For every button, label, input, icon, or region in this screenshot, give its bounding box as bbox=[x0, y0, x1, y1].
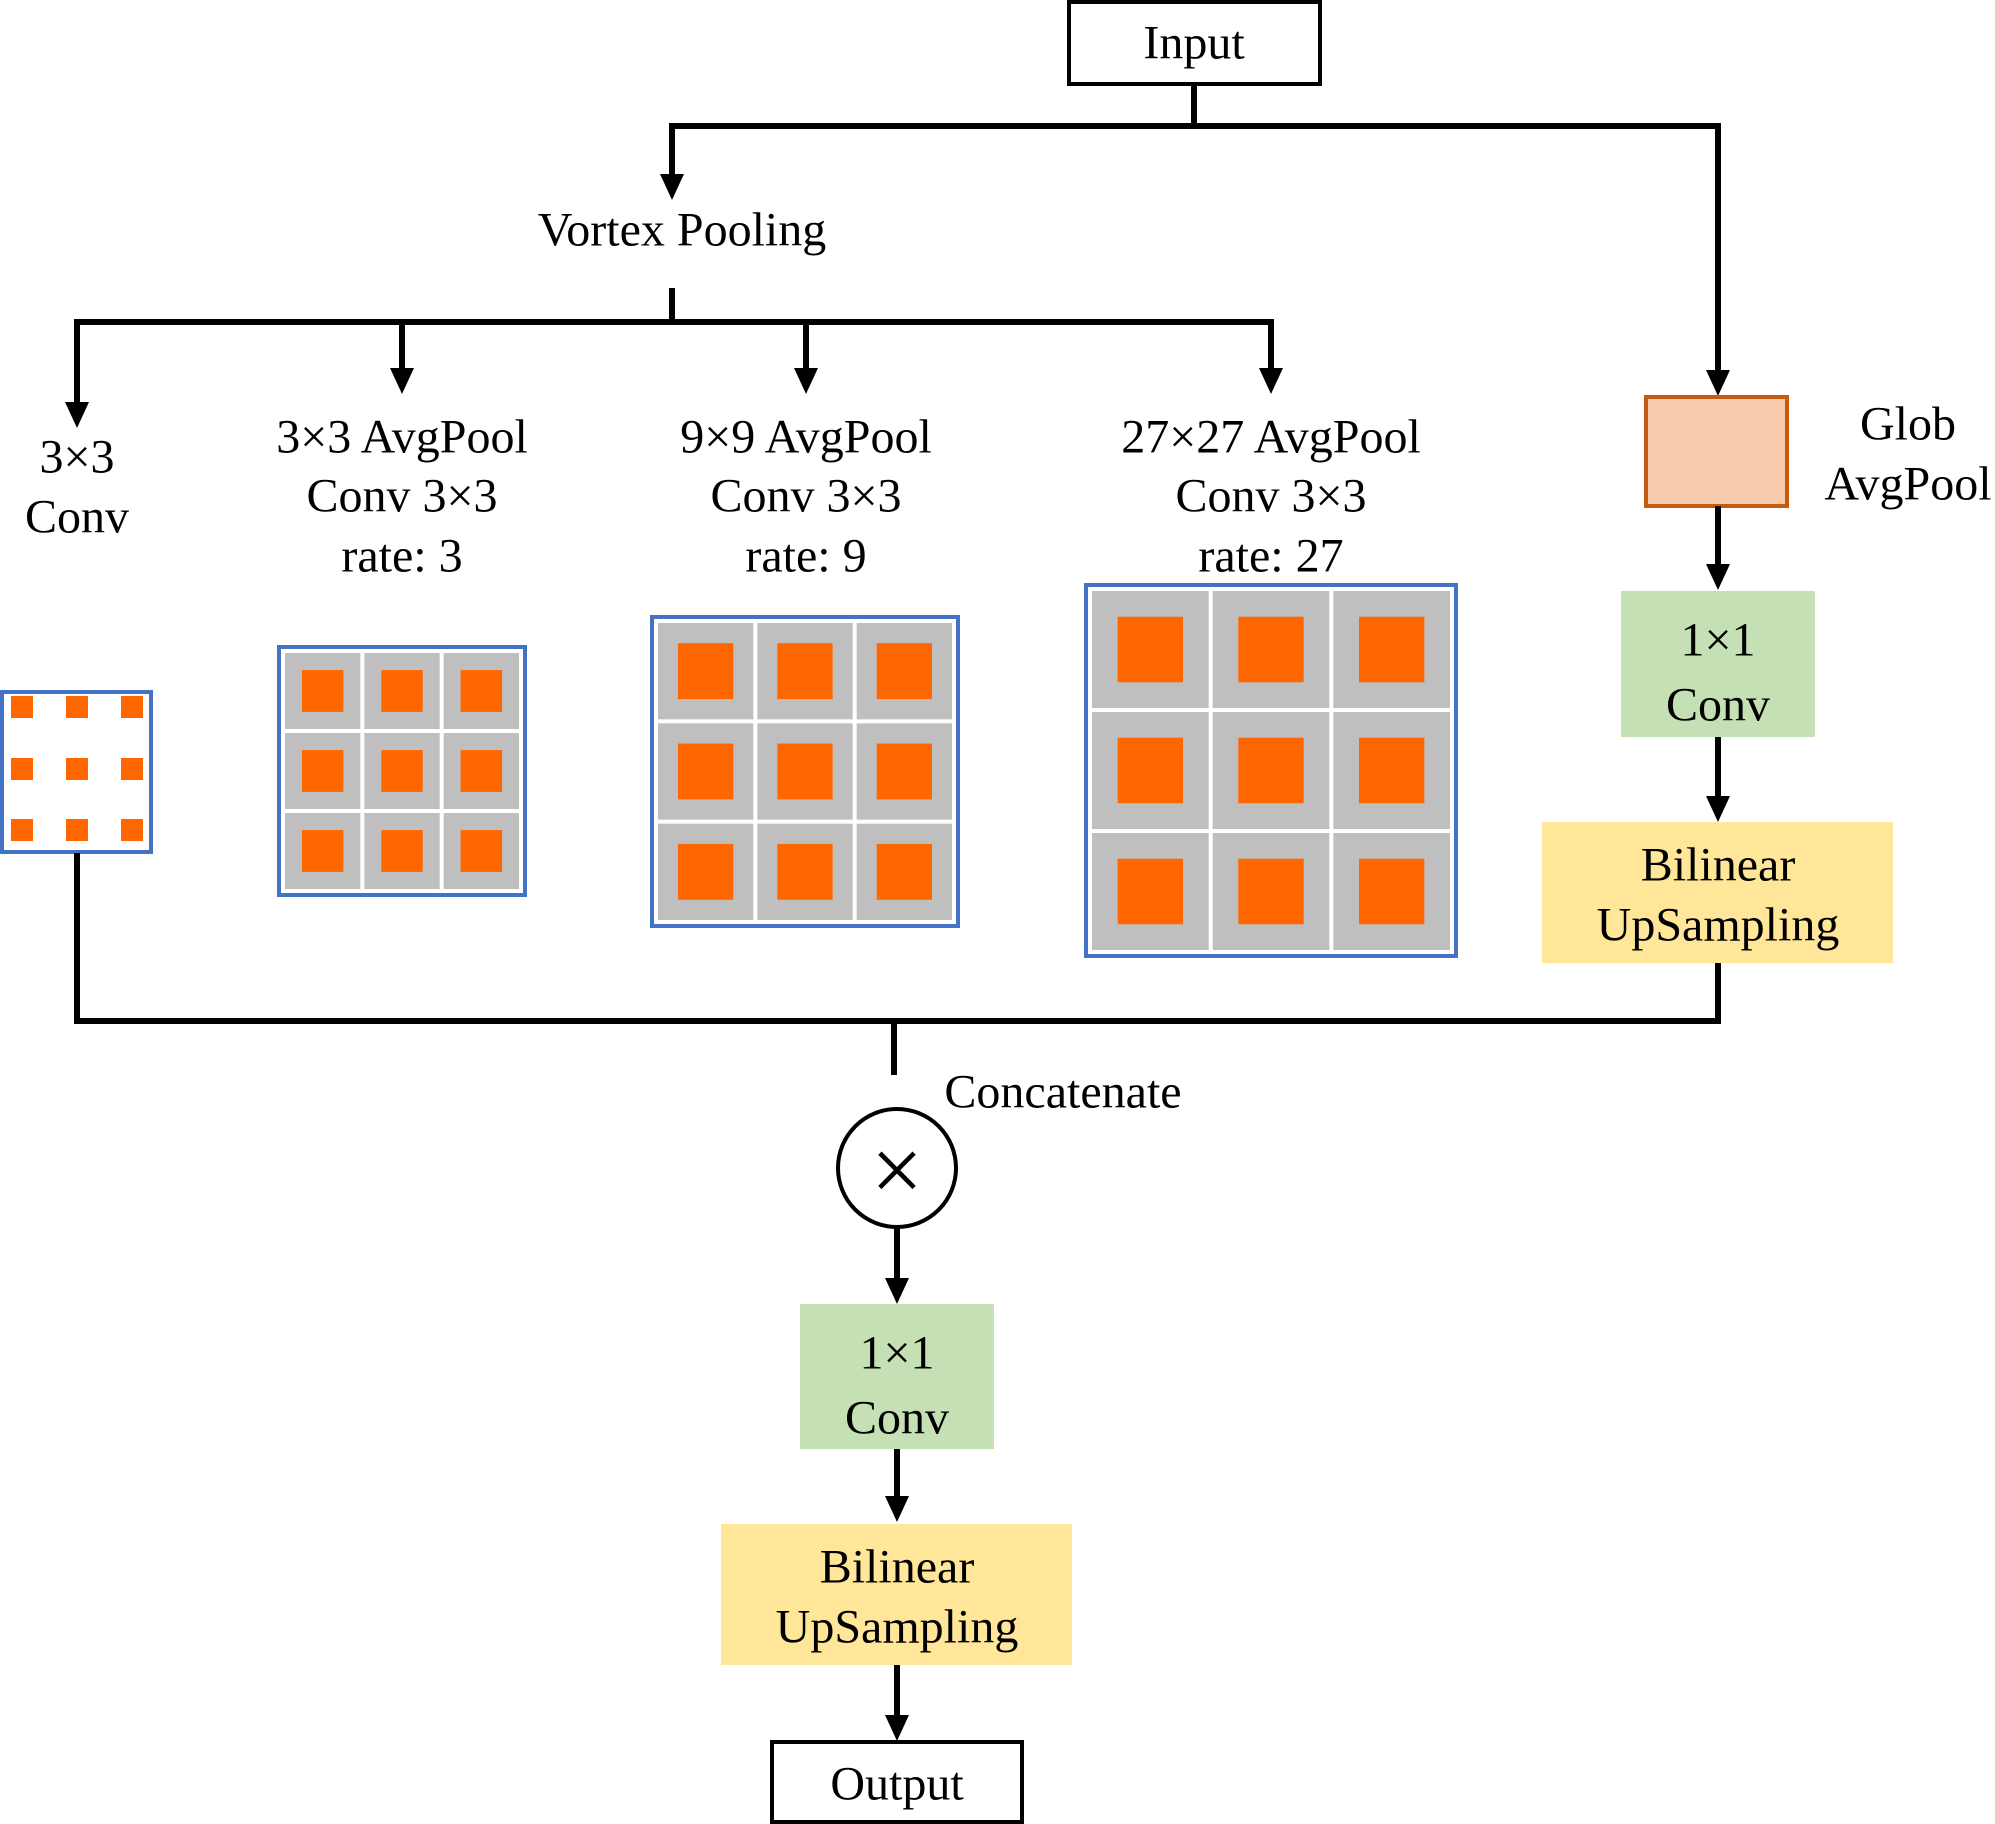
concat-to-conv-arrow bbox=[885, 1227, 909, 1304]
conv1x1-bottom-node: 1×1 Conv bbox=[800, 1304, 994, 1449]
kernel-cell-fill bbox=[11, 758, 33, 780]
kernel-cell-fill bbox=[121, 696, 143, 718]
kernel-cell-fill bbox=[876, 643, 932, 700]
conv1x1-bottom-box bbox=[800, 1304, 994, 1449]
branch-label-line: 3×3 AvgPool bbox=[276, 411, 528, 464]
kernel-cell-fill bbox=[1359, 858, 1425, 925]
kernel-cell-fill bbox=[1238, 616, 1304, 683]
glob-avgpool-label-line: Glob bbox=[1860, 398, 1956, 451]
glob-avgpool-box bbox=[1644, 395, 1789, 508]
concatenate-node: × bbox=[836, 1107, 958, 1229]
concatenate-label: Concatenate bbox=[944, 1066, 1181, 1119]
kernel-cell-fill bbox=[1117, 737, 1183, 804]
upsample-to-output-arrow bbox=[885, 1665, 909, 1741]
upsampling-bottom-box bbox=[721, 1524, 1072, 1665]
upsampling-top-label-line: UpSampling bbox=[1597, 899, 1840, 952]
branch-avgpool27-label: 27×27 AvgPool Conv 3×3 rate: 27 bbox=[1121, 411, 1421, 583]
kernel-cell-fill bbox=[876, 743, 932, 800]
kernel-cell-fill bbox=[11, 819, 33, 841]
kernel-cell-fill bbox=[1238, 858, 1304, 925]
kernel-cell-fill bbox=[460, 670, 503, 712]
conv1x1-top-label-line: 1×1 bbox=[1680, 614, 1755, 667]
vortex-split-connector bbox=[65, 288, 1283, 428]
kernel-cell-fill bbox=[1117, 858, 1183, 925]
branch-label-line: 27×27 AvgPool bbox=[1121, 411, 1421, 464]
conv1x1-top-node: 1×1 Conv bbox=[1621, 591, 1815, 737]
branch-label-line: 9×9 AvgPool bbox=[680, 411, 932, 464]
kernel-cell-fill bbox=[381, 830, 423, 872]
kernel-cell-fill bbox=[1359, 737, 1425, 804]
conv1x1-top-label-line: Conv bbox=[1666, 679, 1770, 732]
output-node: Output bbox=[770, 1740, 1024, 1824]
upsampling-bottom-label-line: UpSampling bbox=[776, 1601, 1019, 1654]
branch-label-line: 3×3 bbox=[39, 431, 114, 484]
glob-avgpool-label-line: AvgPool bbox=[1824, 458, 1991, 511]
conv1x1-bottom-label-line: 1×1 bbox=[859, 1327, 934, 1380]
kernel-cell-fill bbox=[66, 696, 88, 718]
kernel-cell-fill bbox=[301, 670, 344, 712]
branch-conv3x3-label: 3×3 Conv bbox=[25, 431, 129, 544]
kernel-cell-fill bbox=[66, 819, 88, 841]
kernel-cell-fill bbox=[1117, 616, 1183, 683]
kernel-cell-fill bbox=[1359, 616, 1425, 683]
kernel-cell-fill bbox=[121, 758, 143, 780]
branch-label-line: Conv bbox=[25, 491, 129, 544]
conv-to-upsample-arrow bbox=[1706, 737, 1730, 822]
upsampling-top-node: Bilinear UpSampling bbox=[1542, 822, 1893, 963]
kernel-conv3x3-graphic bbox=[0, 690, 153, 854]
conv1x1-top-box bbox=[1621, 591, 1815, 737]
kernel-cell-fill bbox=[777, 643, 833, 700]
kernel-cell-fill bbox=[460, 830, 503, 872]
kernel-cell-fill bbox=[301, 830, 344, 872]
kernel-cell-fill bbox=[1238, 737, 1304, 804]
kernel-cell-fill bbox=[777, 743, 833, 800]
upsampling-bottom-label-line: Bilinear bbox=[820, 1541, 975, 1594]
kernel-cell-fill bbox=[777, 843, 833, 900]
merge-connector bbox=[74, 853, 1721, 1075]
kernel-avgpool9-graphic bbox=[650, 615, 960, 928]
branch-label-line: Conv 3×3 bbox=[710, 470, 901, 523]
kernel-cell-fill bbox=[66, 758, 88, 780]
glob-avgpool-node: Glob AvgPool bbox=[1644, 395, 1992, 511]
kernel-cell-fill bbox=[121, 819, 143, 841]
upsampling-top-label-line: Bilinear bbox=[1641, 839, 1796, 892]
kernel-cell-fill bbox=[678, 743, 734, 800]
branch-label-line: rate: 3 bbox=[341, 530, 462, 583]
input-split-connector bbox=[660, 84, 1730, 396]
branch-label-line: rate: 9 bbox=[745, 530, 866, 583]
conv1x1-bottom-label-line: Conv bbox=[845, 1392, 949, 1445]
kernel-avgpool27-graphic bbox=[1084, 583, 1458, 958]
kernel-cell-fill bbox=[11, 696, 33, 718]
kernel-cell-fill bbox=[301, 750, 344, 792]
kernel-cell-fill bbox=[460, 750, 503, 792]
input-label: Input bbox=[1143, 17, 1245, 70]
branch-label-line: Conv 3×3 bbox=[306, 470, 497, 523]
kernel-cell-fill bbox=[381, 670, 423, 712]
branch-avgpool3-label: 3×3 AvgPool Conv 3×3 rate: 3 bbox=[276, 411, 528, 583]
branch-label-line: Conv 3×3 bbox=[1175, 470, 1366, 523]
input-node: Input bbox=[1067, 0, 1322, 86]
kernel-cell-fill bbox=[876, 843, 932, 900]
kernel-cell-fill bbox=[381, 750, 423, 792]
branch-avgpool9-label: 9×9 AvgPool Conv 3×3 rate: 9 bbox=[680, 411, 932, 583]
upsampling-top-box bbox=[1542, 822, 1893, 963]
output-label: Output bbox=[830, 1758, 964, 1811]
kernel-cell-fill bbox=[678, 643, 734, 700]
upsampling-bottom-node: Bilinear UpSampling bbox=[721, 1524, 1072, 1665]
kernel-avgpool3-graphic bbox=[277, 645, 527, 897]
vortex-pooling-label: Vortex Pooling bbox=[538, 204, 826, 257]
conv-to-upsample-bottom-arrow bbox=[885, 1449, 909, 1522]
glob-to-conv-arrow bbox=[1706, 506, 1730, 590]
kernel-cell-fill bbox=[678, 843, 734, 900]
branch-label-line: rate: 27 bbox=[1198, 530, 1343, 583]
concatenate-symbol: × bbox=[871, 1119, 923, 1221]
